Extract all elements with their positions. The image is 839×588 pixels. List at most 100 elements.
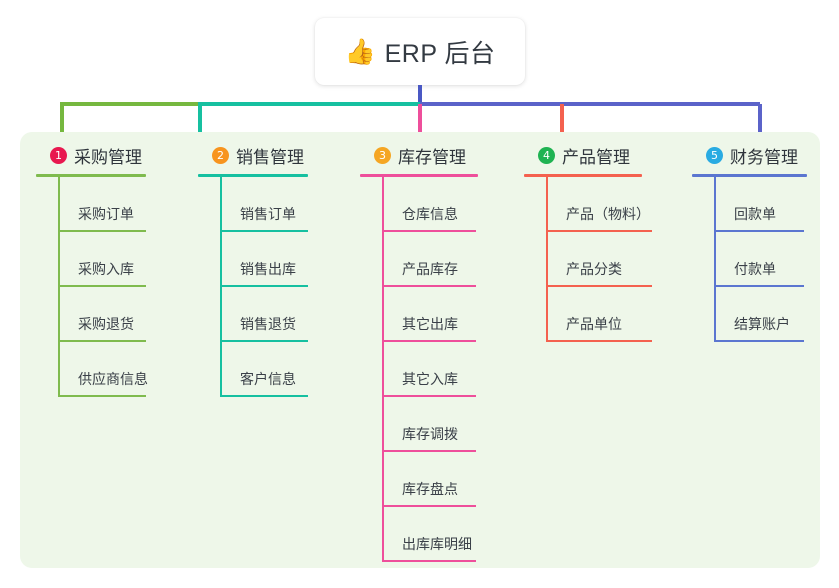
leaf-label: 客户信息 bbox=[240, 371, 296, 387]
branch-index-badge: 3 bbox=[374, 146, 391, 164]
bar-indigo bbox=[420, 102, 760, 106]
drop-finance bbox=[758, 104, 762, 140]
leaf-label: 采购入库 bbox=[78, 261, 134, 277]
leaf-label: 付款单 bbox=[734, 261, 776, 277]
leaf-item[interactable]: 付款单 bbox=[714, 232, 839, 287]
leaf-item[interactable]: 采购退货 bbox=[58, 287, 186, 342]
leaf-item[interactable]: 供应商信息 bbox=[58, 342, 186, 397]
leaf-label: 产品单位 bbox=[566, 316, 622, 332]
branch-title: 库存管理 bbox=[398, 147, 466, 167]
leaf-item[interactable]: 客户信息 bbox=[220, 342, 348, 397]
leaf-label: 结算账户 bbox=[734, 316, 790, 332]
leaf-underline bbox=[714, 230, 804, 232]
drop-product bbox=[560, 104, 564, 140]
leaf-item[interactable]: 其它出库 bbox=[382, 287, 510, 342]
branch-spine bbox=[382, 177, 384, 562]
leaf-underline bbox=[714, 285, 804, 287]
leaf-label: 库存盘点 bbox=[402, 481, 458, 497]
leaf-label: 产品分类 bbox=[566, 261, 622, 277]
branch-underline bbox=[198, 174, 308, 177]
leaf-underline bbox=[546, 285, 652, 287]
branch-underline bbox=[524, 174, 642, 177]
branch-children-sales-management: 销售订单销售出库销售退货客户信息 bbox=[220, 177, 348, 397]
branch-spine bbox=[546, 177, 548, 342]
bar-teal bbox=[198, 102, 420, 106]
branch-children-purchase-management: 采购订单采购入库采购退货供应商信息 bbox=[58, 177, 186, 397]
drop-sales bbox=[198, 104, 202, 140]
leaf-item[interactable]: 产品单位 bbox=[546, 287, 684, 342]
leaf-item[interactable]: 结算账户 bbox=[714, 287, 839, 342]
branch-underline bbox=[36, 174, 146, 177]
bar-green bbox=[60, 102, 198, 106]
branch-spine bbox=[714, 177, 716, 342]
leaf-underline bbox=[382, 340, 476, 342]
leaf-underline bbox=[220, 230, 308, 232]
leaf-underline bbox=[382, 230, 476, 232]
drop-inventory bbox=[418, 104, 422, 140]
leaf-label: 采购退货 bbox=[78, 316, 134, 332]
branch-index-badge: 2 bbox=[212, 146, 229, 164]
leaf-label: 其它出库 bbox=[402, 316, 458, 332]
branch-index-badge: 5 bbox=[706, 146, 723, 164]
branch-underline bbox=[360, 174, 478, 177]
leaf-item[interactable]: 库存盘点 bbox=[382, 452, 510, 507]
leaf-underline bbox=[58, 230, 146, 232]
branch-spine bbox=[58, 177, 60, 397]
leaf-underline bbox=[546, 230, 652, 232]
drop-purchase bbox=[60, 104, 64, 140]
leaf-item[interactable]: 产品（物料） bbox=[546, 177, 684, 232]
root-node[interactable]: 👍 ERP 后台 bbox=[315, 18, 525, 85]
leaf-item[interactable]: 销售订单 bbox=[220, 177, 348, 232]
leaf-label: 采购订单 bbox=[78, 206, 134, 222]
leaf-label: 仓库信息 bbox=[402, 206, 458, 222]
leaf-item[interactable]: 采购入库 bbox=[58, 232, 186, 287]
leaf-item[interactable]: 回款单 bbox=[714, 177, 839, 232]
leaf-underline bbox=[58, 285, 146, 287]
branch-finance-management[interactable]: 5 财务管理回款单付款单结算账户 bbox=[692, 140, 839, 342]
leaf-label: 产品库存 bbox=[402, 261, 458, 277]
leaf-item[interactable]: 库存调拨 bbox=[382, 397, 510, 452]
branch-title: 产品管理 bbox=[562, 147, 630, 167]
leaf-item[interactable]: 产品库存 bbox=[382, 232, 510, 287]
leaf-underline bbox=[220, 395, 308, 397]
branch-sales-management[interactable]: 2 销售管理销售订单销售出库销售退货客户信息 bbox=[198, 140, 348, 397]
leaf-underline bbox=[714, 340, 804, 342]
branch-header-inventory-management[interactable]: 3 库存管理 bbox=[360, 140, 510, 170]
branch-index-badge: 4 bbox=[538, 146, 555, 164]
root-title: ERP 后台 bbox=[384, 39, 496, 68]
leaf-underline bbox=[382, 450, 476, 452]
leaf-underline bbox=[58, 340, 146, 342]
branch-header-finance-management[interactable]: 5 财务管理 bbox=[692, 140, 839, 170]
leaf-item[interactable]: 销售出库 bbox=[220, 232, 348, 287]
branch-title: 销售管理 bbox=[236, 147, 304, 167]
leaf-item[interactable]: 产品分类 bbox=[546, 232, 684, 287]
leaf-item[interactable]: 其它入库 bbox=[382, 342, 510, 397]
branch-children-inventory-management: 仓库信息产品库存其它出库其它入库库存调拨库存盘点出库库明细 bbox=[382, 177, 510, 562]
branch-header-product-management[interactable]: 4 产品管理 bbox=[524, 140, 684, 170]
leaf-item[interactable]: 出库库明细 bbox=[382, 507, 510, 562]
branch-inventory-management[interactable]: 3 库存管理仓库信息产品库存其它出库其它入库库存调拨库存盘点出库库明细 bbox=[360, 140, 510, 562]
leaf-label: 销售出库 bbox=[240, 261, 296, 277]
leaf-underline bbox=[220, 340, 308, 342]
leaf-underline bbox=[546, 340, 652, 342]
branch-spine bbox=[220, 177, 222, 397]
branch-underline bbox=[692, 174, 807, 177]
leaf-underline bbox=[382, 395, 476, 397]
branch-product-management[interactable]: 4 产品管理产品（物料） 产品分类产品单位 bbox=[524, 140, 684, 342]
root-stem-connector bbox=[418, 85, 422, 104]
branch-title: 财务管理 bbox=[730, 147, 798, 167]
leaf-label: 产品（物料） bbox=[566, 206, 650, 222]
branch-children-finance-management: 回款单付款单结算账户 bbox=[714, 177, 839, 342]
leaf-item[interactable]: 采购订单 bbox=[58, 177, 186, 232]
leaf-label: 回款单 bbox=[734, 206, 776, 222]
leaf-item[interactable]: 销售退货 bbox=[220, 287, 348, 342]
leaf-underline bbox=[382, 285, 476, 287]
leaf-label: 销售订单 bbox=[240, 206, 296, 222]
leaf-label: 出库库明细 bbox=[402, 536, 472, 552]
leaf-underline bbox=[58, 395, 146, 397]
leaf-item[interactable]: 仓库信息 bbox=[382, 177, 510, 232]
leaf-label: 销售退货 bbox=[240, 316, 296, 332]
branch-header-sales-management[interactable]: 2 销售管理 bbox=[198, 140, 348, 170]
